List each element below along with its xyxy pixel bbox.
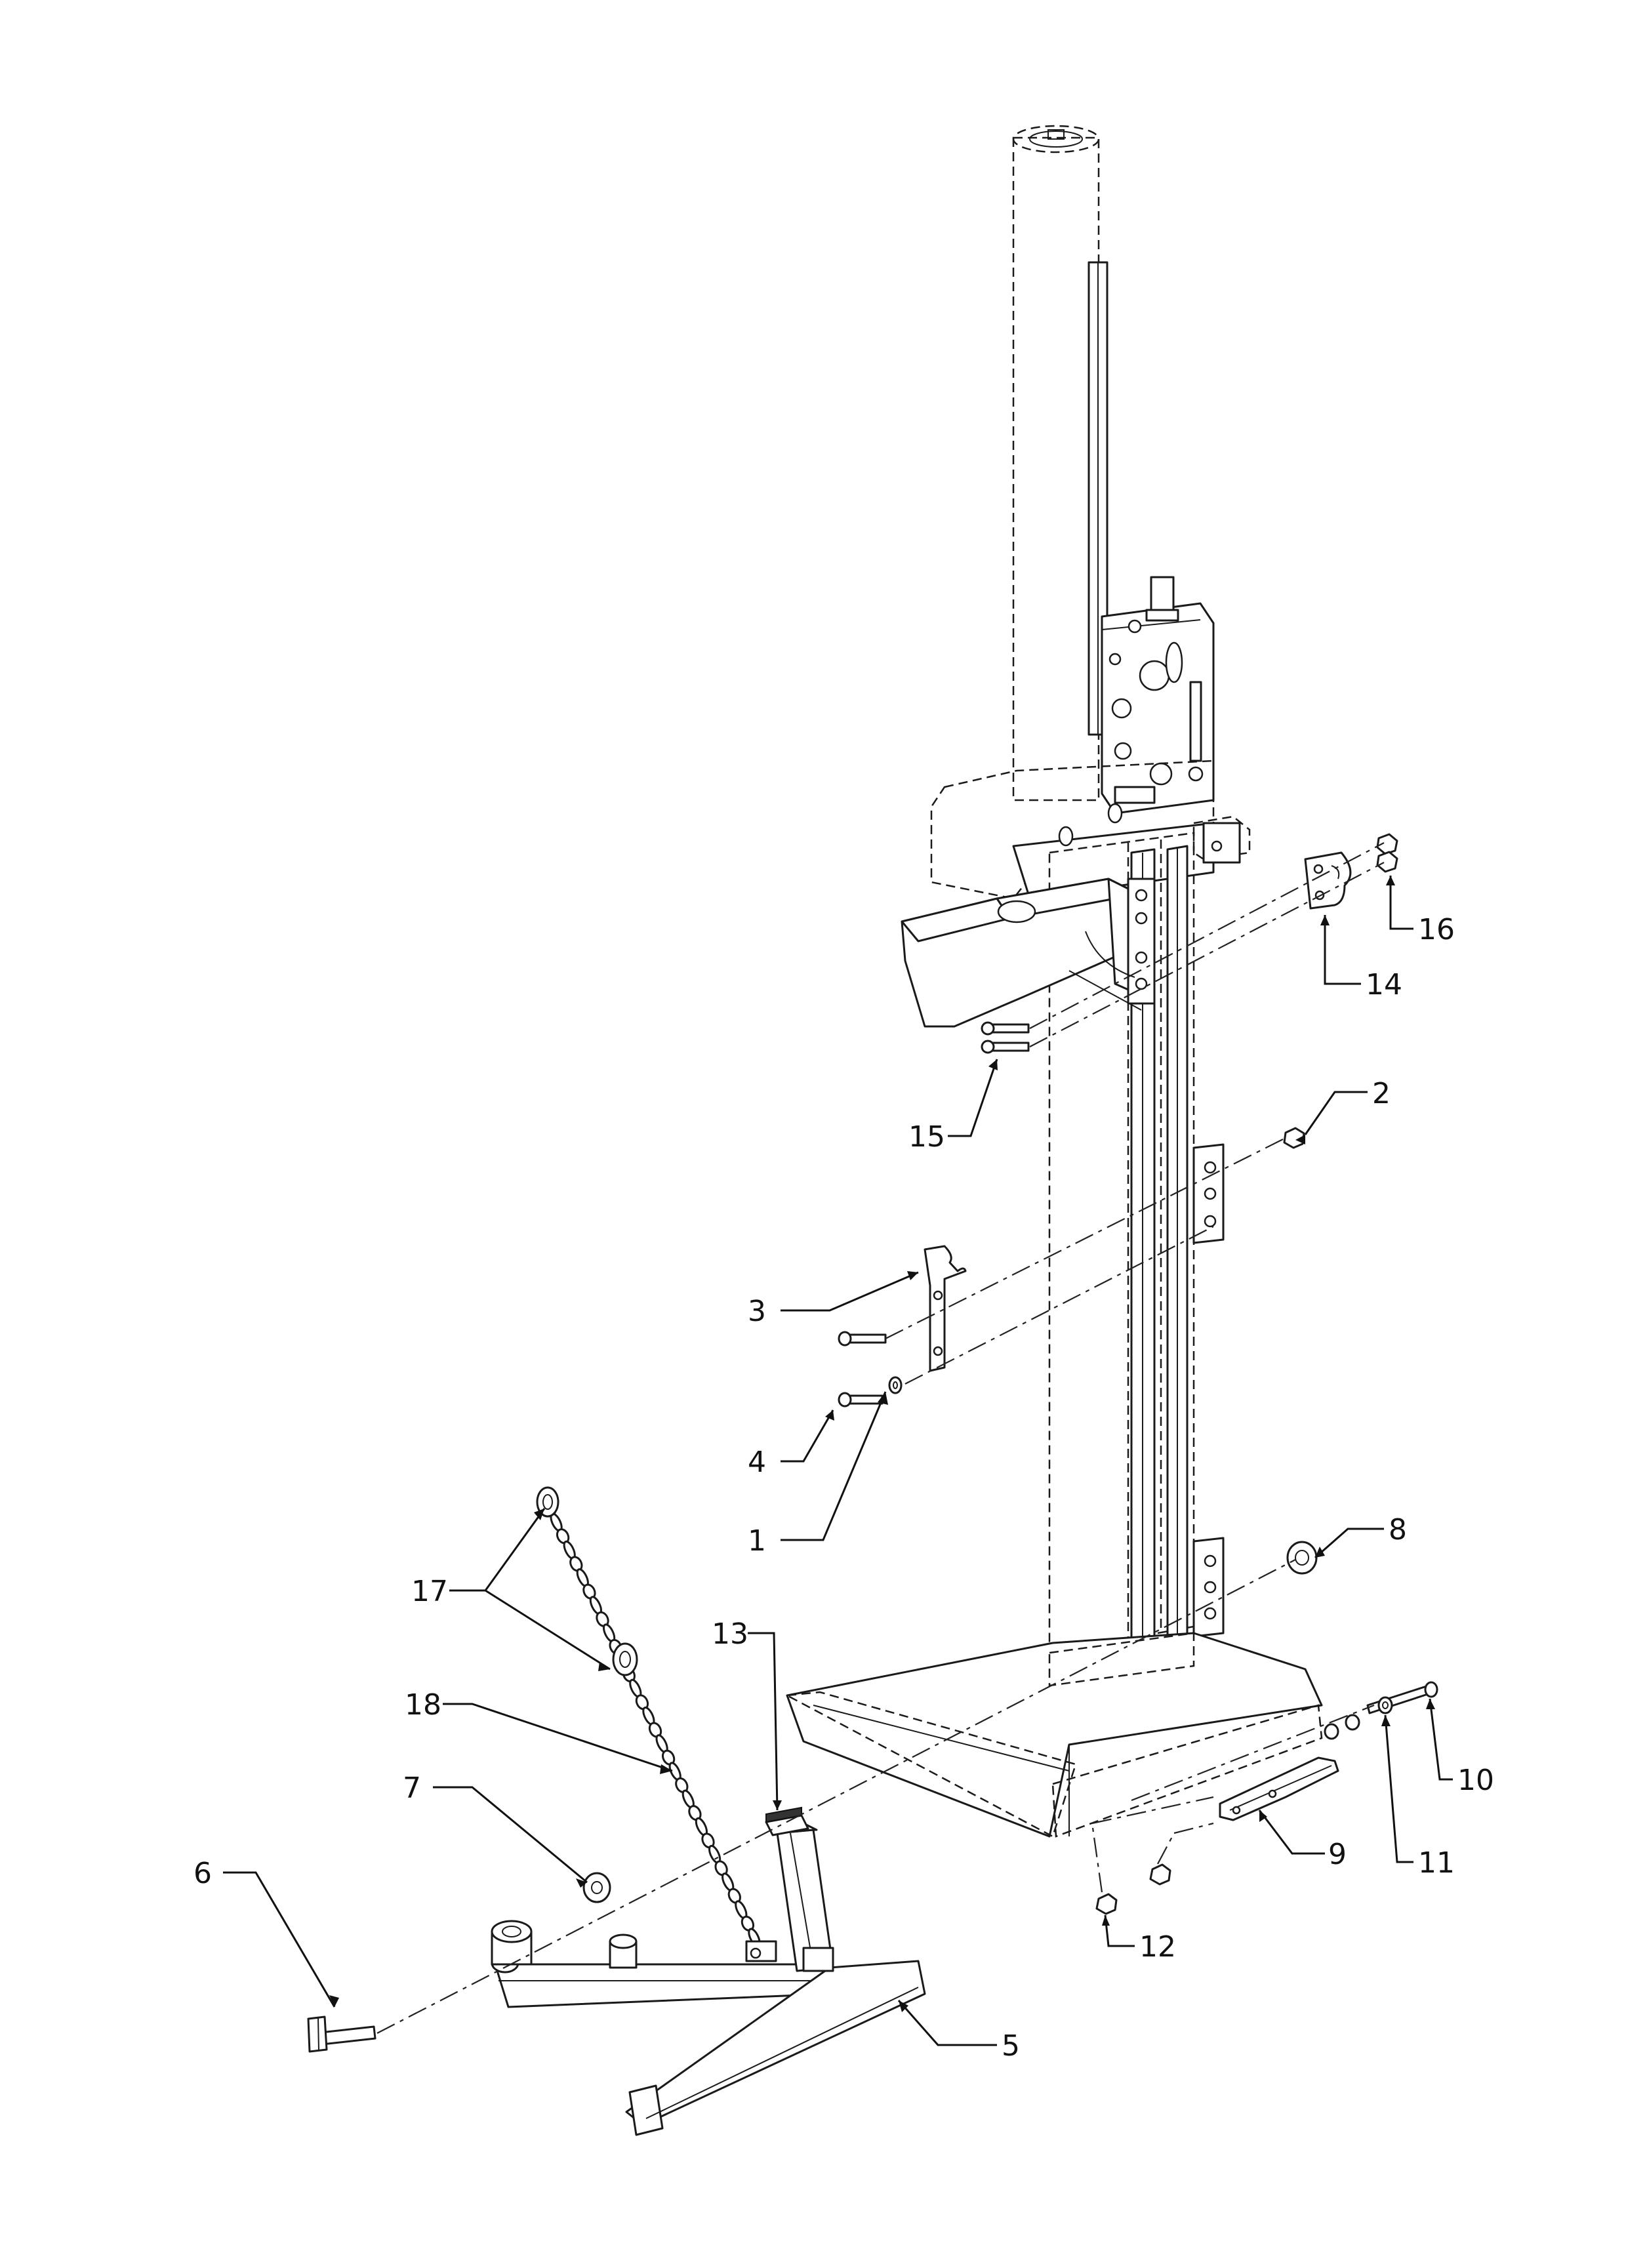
- part-14-plate: [1304, 851, 1352, 910]
- callout-17: 17: [411, 1575, 448, 1608]
- carriage-assembly: [1087, 261, 1215, 815]
- callout-2: 2: [1372, 1077, 1391, 1110]
- callout-15: 15: [908, 1120, 945, 1154]
- part-15-bolts: [981, 1021, 1030, 1054]
- assembly-axes: [376, 842, 1385, 2034]
- part-3-bolt: [838, 1331, 887, 1347]
- callout-12: 12: [1139, 1930, 1176, 1964]
- callout-13: 13: [712, 1617, 748, 1651]
- callout-4: 4: [748, 1446, 766, 1479]
- part-4-bolt: [838, 1392, 884, 1407]
- callout-16: 16: [1418, 913, 1455, 946]
- callout-3: 3: [748, 1295, 766, 1328]
- part-17-hooks: [536, 1486, 638, 1676]
- column-brackets: [1192, 815, 1251, 1638]
- part-1-washer: [888, 1376, 903, 1394]
- part-5-leg-frame: [491, 1822, 926, 2136]
- callout-8: 8: [1389, 1513, 1407, 1547]
- part-11-nuts-extra: [1324, 1714, 1360, 1740]
- part-2-nut: [1283, 1127, 1305, 1149]
- part-11-washer: [1377, 1696, 1393, 1714]
- callout-10: 10: [1457, 1764, 1494, 1797]
- callout-5: 5: [1002, 2029, 1020, 2063]
- part-3-bracket: [924, 1245, 967, 1372]
- callout-labels: 1 2 3 4 5 6 7 8 9 10 11 12 13 14 15 16 1…: [193, 913, 1494, 2063]
- part-8-bushing: [1286, 1541, 1318, 1575]
- part-13-cap: [765, 1806, 809, 1836]
- part-6-bolt: [307, 2015, 376, 2053]
- callout-18: 18: [405, 1688, 441, 1722]
- callout-6: 6: [193, 1857, 212, 1890]
- part-16-nuts: [1376, 833, 1398, 873]
- lift-arm: [901, 878, 1156, 1028]
- leader-lines: [223, 876, 1453, 2046]
- callout-7: 7: [403, 1772, 421, 1805]
- part-18-chain: [542, 1500, 768, 1960]
- callout-1: 1: [748, 1524, 766, 1558]
- slide-rails: [1130, 845, 1189, 1644]
- callout-11: 11: [1418, 1846, 1455, 1880]
- part-9-bracket: [1219, 1756, 1339, 1821]
- callout-14: 14: [1366, 968, 1402, 1002]
- leader-arrows: [329, 876, 1435, 2012]
- chain-end-bracket: [745, 1940, 777, 1962]
- base-plate: [784, 1632, 1323, 1838]
- slide-frame: [930, 759, 1215, 900]
- callout-9: 9: [1328, 1838, 1347, 1871]
- part-7-bushing: [582, 1872, 611, 1903]
- part-12-nuts: [1095, 1863, 1171, 1915]
- mast-cylinder: [1012, 125, 1100, 801]
